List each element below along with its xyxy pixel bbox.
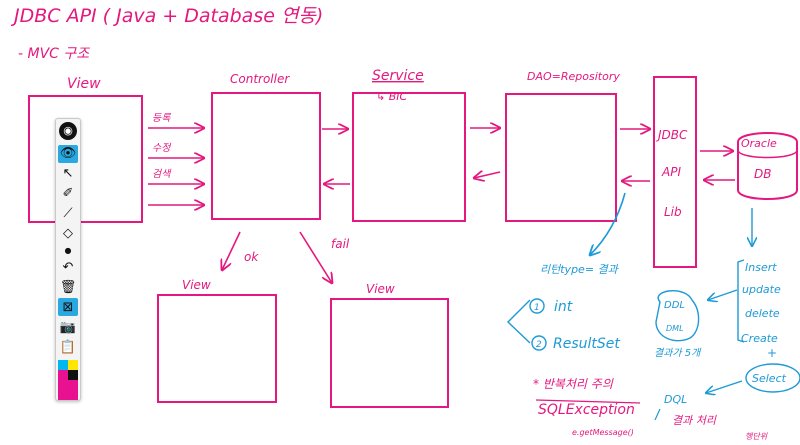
highlighter-icon[interactable]: ✐ bbox=[62, 186, 74, 202]
getmessage-label: e.getMessage() bbox=[572, 428, 634, 437]
svg-text:2: 2 bbox=[536, 340, 542, 350]
color-swatch-yellow[interactable] bbox=[68, 360, 78, 371]
select-label: Select bbox=[752, 372, 787, 385]
page-subtitle: - MVC 구조 bbox=[18, 46, 90, 62]
reg-label: 등록 bbox=[152, 112, 171, 124]
pen-handle-icon[interactable]: ◉ bbox=[59, 122, 77, 140]
camera-icon[interactable]: 📷 bbox=[59, 319, 77, 335]
db-label: DB bbox=[754, 167, 771, 181]
line-pen-icon[interactable]: ⟋ bbox=[63, 206, 73, 222]
jdbc-label: JDBC bbox=[656, 128, 688, 142]
caution-label: * 반복처리 주의 bbox=[533, 377, 614, 391]
view-fail-label: View bbox=[366, 282, 395, 296]
dao-label: DAO=Repository bbox=[527, 70, 620, 83]
ok-arrow bbox=[222, 231, 241, 270]
dml-label: DML bbox=[666, 324, 684, 333]
create-label: Create bbox=[741, 332, 778, 345]
row-unit-label: 행단위 bbox=[745, 432, 768, 441]
eraser-icon[interactable]: ◇ bbox=[63, 226, 73, 242]
oracle-label: Oracle bbox=[741, 137, 777, 150]
select-bubble bbox=[745, 363, 800, 393]
return-type-label: 리턴type= 결과 bbox=[540, 263, 619, 276]
fail-arrow bbox=[299, 231, 332, 283]
dao-box bbox=[505, 93, 617, 222]
service-note: ↳ BIC bbox=[376, 90, 408, 103]
option-1-badge bbox=[529, 298, 545, 314]
update-label: update bbox=[742, 283, 781, 296]
eye-icon[interactable]: 👁 bbox=[58, 144, 78, 163]
sql-list-brace bbox=[737, 259, 745, 343]
service-label: Service bbox=[372, 68, 424, 84]
view-label: View bbox=[67, 76, 101, 92]
oracle-db-cylinder bbox=[737, 132, 798, 200]
insert-label: Insert bbox=[745, 261, 777, 274]
fail-label: fail bbox=[331, 237, 350, 251]
return-pointer-line bbox=[590, 192, 626, 255]
result-handle-label: 결과 처리 bbox=[672, 414, 717, 427]
service-box bbox=[352, 92, 466, 222]
svg-text:1: 1 bbox=[534, 303, 540, 313]
exception-label: SQLException bbox=[538, 402, 635, 418]
jdbc-api-box bbox=[653, 76, 697, 268]
controller-box bbox=[211, 92, 321, 220]
option-1-label: int bbox=[554, 299, 573, 315]
plus-label: + bbox=[767, 346, 777, 360]
view-box bbox=[28, 95, 143, 223]
color-swatch-magenta-large[interactable] bbox=[58, 380, 78, 400]
pointer-icon[interactable]: ↖ bbox=[62, 166, 74, 182]
color-swatch-cyan[interactable] bbox=[58, 360, 68, 371]
options-brace bbox=[506, 299, 531, 344]
lib-label: Lib bbox=[664, 205, 682, 219]
ddl-label: DDL bbox=[664, 300, 685, 311]
page-title: JDBC API ( Java + Database 연동) bbox=[10, 5, 323, 27]
controller-label: Controller bbox=[230, 72, 290, 86]
result-count-label: 결과가 5개 bbox=[654, 347, 702, 359]
delete-label: delete bbox=[745, 307, 780, 320]
clear-icon[interactable]: ⊠ bbox=[58, 298, 78, 317]
undo-icon[interactable]: ↶ bbox=[62, 259, 74, 275]
view-fail-box bbox=[330, 298, 449, 408]
ok-label: ok bbox=[244, 250, 259, 264]
view-ok-label: View bbox=[182, 278, 211, 292]
dot-size-icon[interactable]: ● bbox=[64, 246, 72, 255]
edit-label: 수정 bbox=[152, 142, 172, 154]
trash-icon[interactable]: 🗑 bbox=[59, 279, 77, 295]
option-2-badge bbox=[531, 335, 547, 351]
view-ok-box bbox=[157, 294, 277, 403]
option-2-label: ResultSet bbox=[553, 336, 620, 352]
pen-toolbar[interactable]: ◉ 👁 ↖ ✐ ⟋ ◇ ● ↶ 🗑 ⊠ 📷 📋 bbox=[55, 118, 81, 401]
color-swatch-magenta[interactable] bbox=[58, 370, 68, 381]
clipboard-icon[interactable]: 📋 bbox=[59, 339, 77, 355]
ddl-dml-bubble bbox=[655, 290, 700, 342]
dql-label: DQL bbox=[664, 393, 687, 406]
search-label: 검색 bbox=[152, 168, 172, 180]
api-label: API bbox=[661, 165, 681, 179]
dao-to-service-arrow bbox=[474, 172, 501, 178]
color-swatch-black[interactable] bbox=[68, 370, 78, 381]
color-palette bbox=[58, 360, 78, 400]
